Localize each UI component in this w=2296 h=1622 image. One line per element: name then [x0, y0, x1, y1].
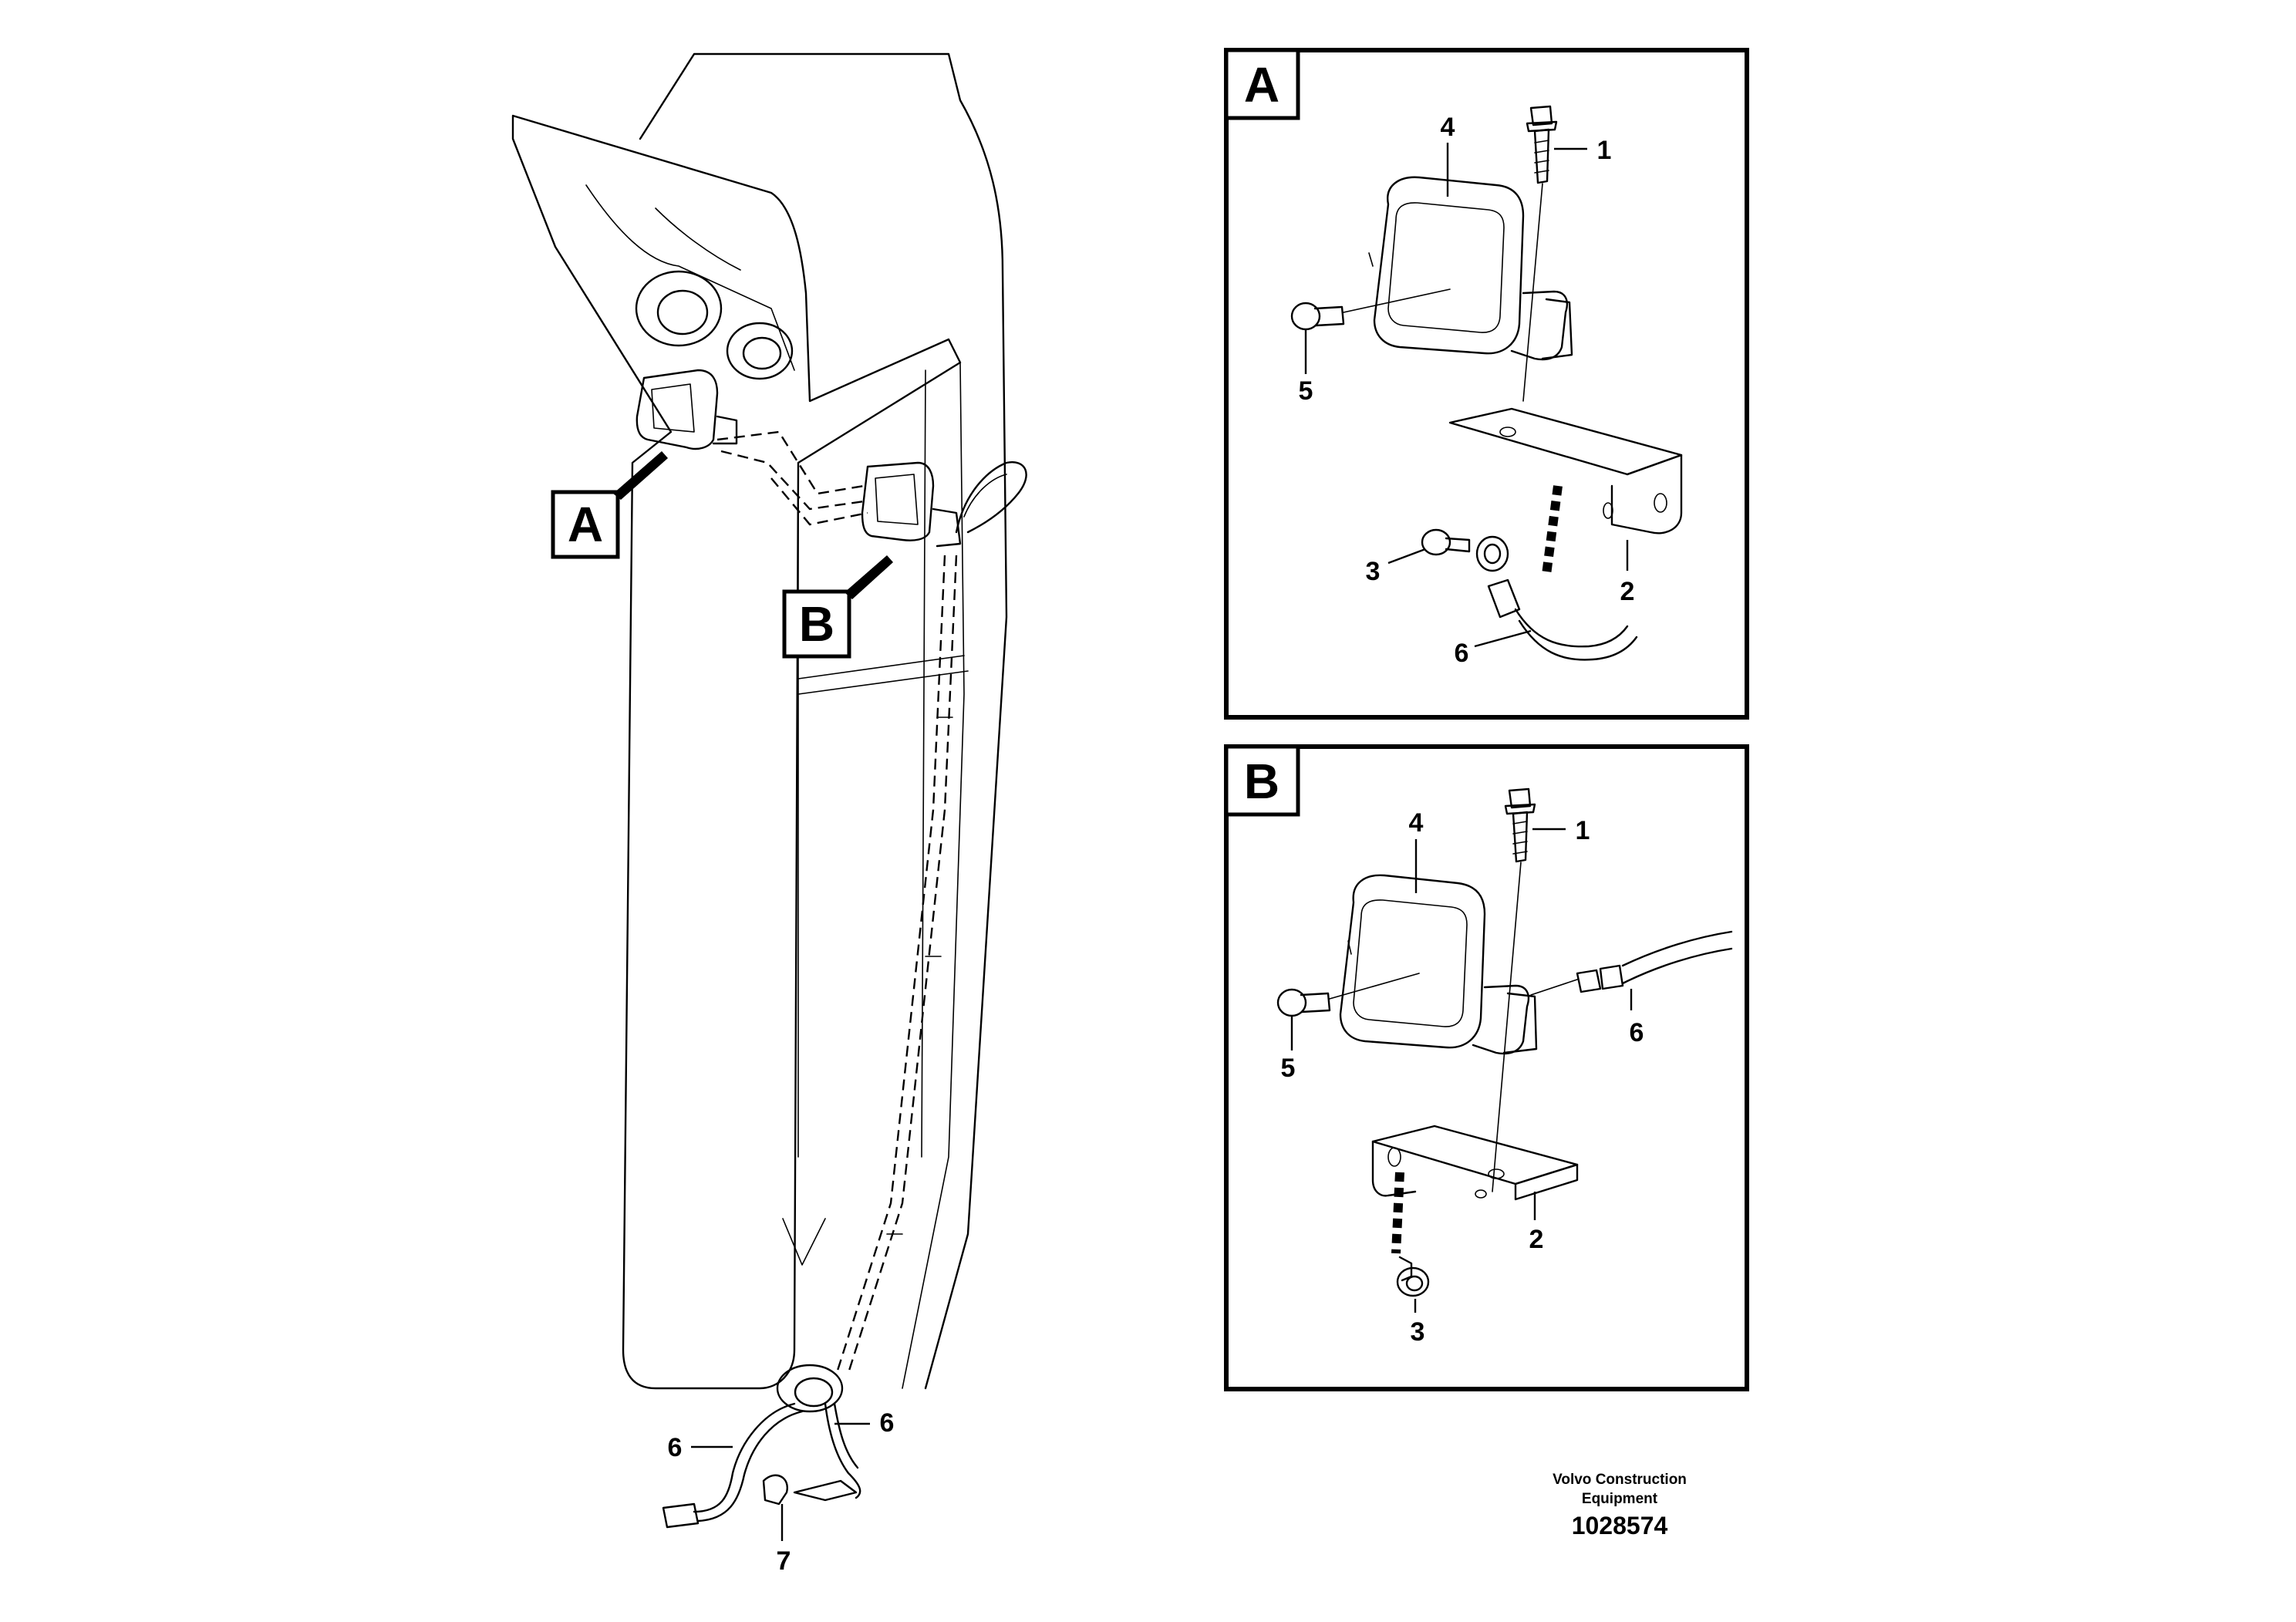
callout-a-1: 1 [1597, 136, 1612, 165]
brand-line-2: Equipment [1581, 1491, 1658, 1507]
bottom-boss [776, 1364, 844, 1413]
callout-a-3: 3 [1366, 557, 1381, 586]
cable-a [1487, 578, 1638, 661]
callout-b-1: 1 [1576, 816, 1590, 845]
boom-overview [511, 52, 1027, 1529]
boom-outline [511, 114, 962, 1390]
callout-overview-6-right: 6 [880, 1408, 895, 1438]
detail-view-b: B [1224, 744, 1749, 1391]
connector-left [662, 1502, 700, 1529]
pin-boss-left-inner [656, 289, 709, 336]
callout-a-5: 5 [1299, 376, 1313, 406]
detail-b-frame [1224, 744, 1749, 1391]
detail-view-a: A [1224, 48, 1749, 720]
work-light-b [861, 461, 962, 548]
lamp-b [1339, 874, 1538, 1055]
bulb-a [1290, 288, 1451, 331]
harness-down-2 [835, 555, 946, 1374]
bolt-b [1492, 787, 1536, 1192]
work-light-a [636, 369, 738, 450]
pin-boss-left [635, 270, 723, 347]
callout-b-5: 5 [1281, 1054, 1296, 1083]
callout-overview-6-left: 6 [668, 1433, 683, 1462]
brand-line-1: Volvo Construction [1553, 1472, 1687, 1488]
screw-b [1396, 1256, 1430, 1297]
callout-b-4: 4 [1409, 808, 1424, 838]
view-b-tag: B [782, 555, 893, 659]
screw-path-b [1391, 1172, 1404, 1254]
boom-top-arch [639, 52, 1008, 1390]
svg-text:A: A [568, 497, 603, 552]
cable-b [1530, 930, 1733, 996]
bulb-b [1276, 973, 1420, 1017]
svg-text:B: B [799, 596, 834, 652]
callout-b-6: 6 [1630, 1018, 1644, 1047]
hose-left [693, 1402, 796, 1513]
view-a-tag: A [551, 451, 668, 559]
detail-a-frame [1224, 48, 1749, 720]
harness-a-to-b-3 [770, 477, 868, 526]
detail-b-label-box [1224, 744, 1300, 817]
bracket-a [1448, 407, 1683, 534]
screw-a [1421, 528, 1509, 572]
boom-panel-line [797, 369, 926, 1158]
callout-a-4: 4 [1441, 113, 1455, 142]
callout-overview-7: 7 [777, 1546, 791, 1576]
boom-side-edge [902, 362, 965, 1389]
boom-bottom-v [782, 1218, 826, 1266]
document-number: 1028574 [1571, 1512, 1668, 1539]
detail-a-label-box [1224, 48, 1300, 120]
detail-b-label: B [1244, 754, 1279, 809]
pin-boss-right-inner [742, 336, 782, 370]
bottom-boss-inner [794, 1377, 834, 1408]
harness-a-to-b-2 [720, 450, 865, 511]
callout-b-3: 3 [1411, 1317, 1425, 1347]
cable-loop [955, 461, 1027, 534]
callout-b-2: 2 [1529, 1225, 1544, 1254]
lamp-a [1368, 176, 1573, 361]
callout-a-6: 6 [1455, 639, 1469, 668]
pin-boss-right [726, 322, 794, 380]
boom-rib [797, 655, 969, 695]
hose-right [824, 1402, 861, 1499]
harness-down-1 [847, 555, 958, 1374]
harness-a-to-b [716, 430, 865, 495]
bracket-b [1371, 1125, 1579, 1201]
detail-a-label: A [1244, 57, 1279, 113]
clamp [762, 1474, 858, 1506]
callout-a-2: 2 [1620, 577, 1635, 606]
boom-inner-line [585, 184, 795, 371]
